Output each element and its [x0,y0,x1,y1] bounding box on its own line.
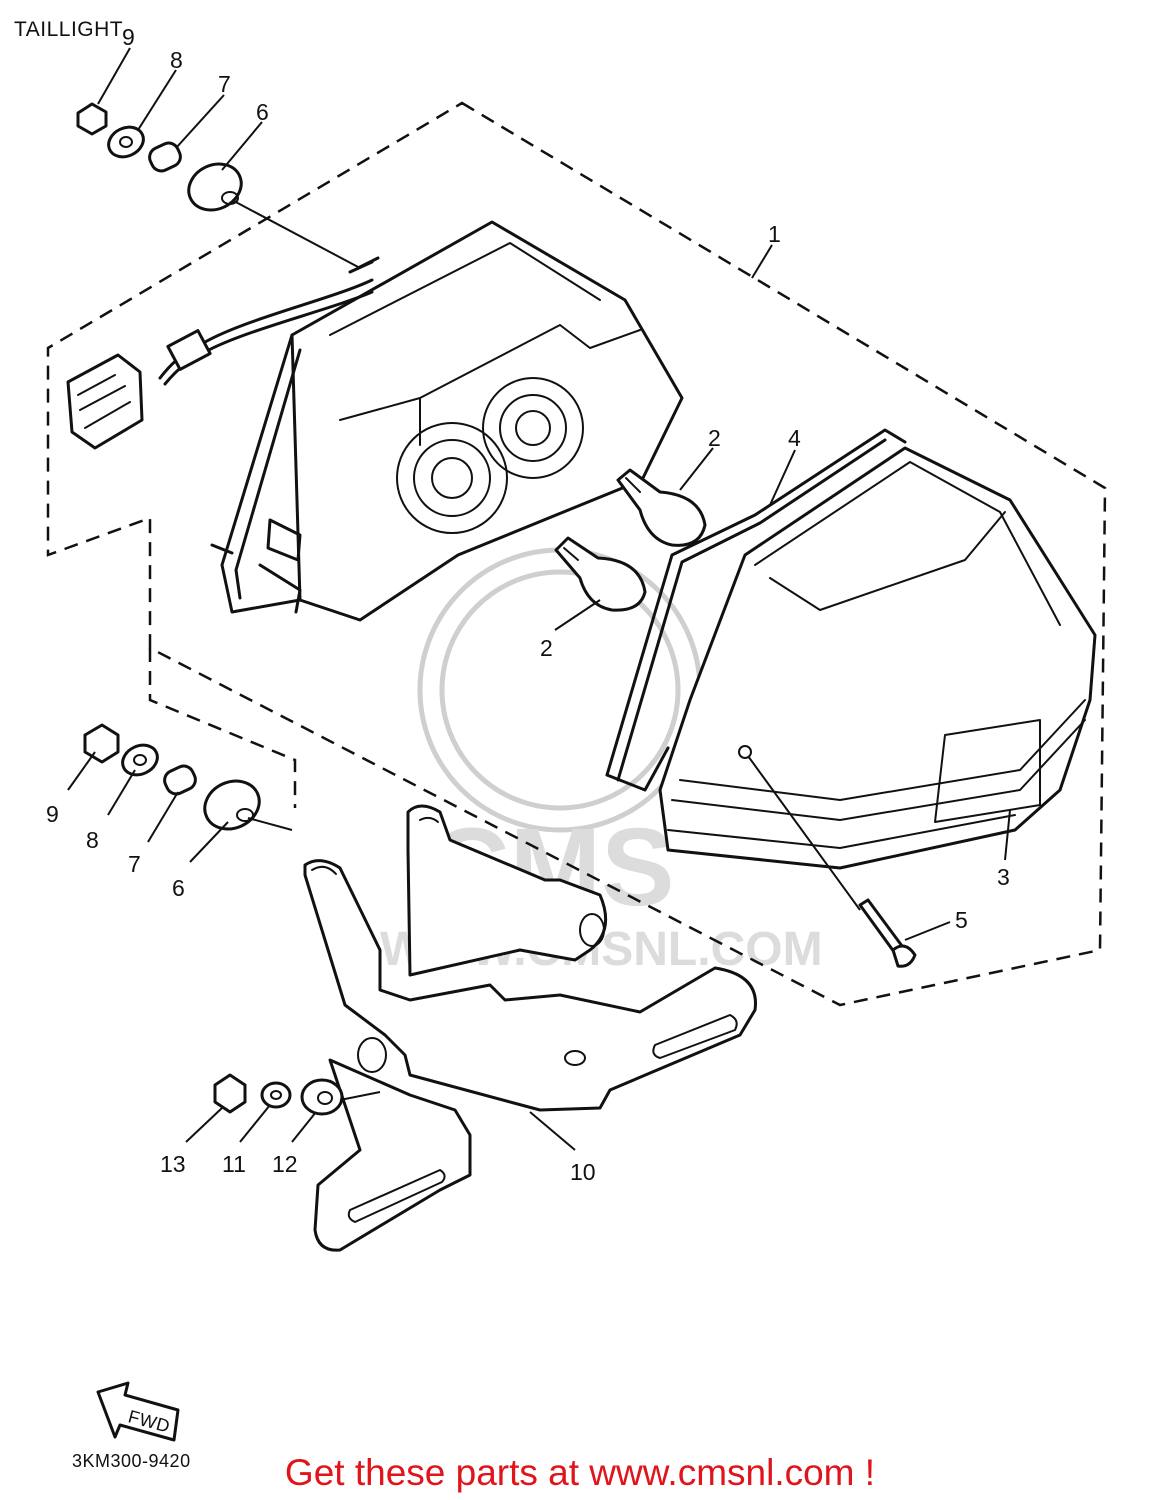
callout-3: 3 [997,864,1010,890]
callout-8-bottom: 8 [86,827,99,853]
lens-gasket [605,428,907,792]
callout-7-bottom: 7 [128,851,141,877]
callout-6-bottom: 6 [172,875,185,901]
footer-promo-text[interactable]: Get these parts at www.cmsnl.com ! [284,1452,876,1493]
page-title: TAILLIGHT [14,18,124,41]
wiring-connector [66,278,374,450]
callout-12: 12 [272,1151,298,1177]
callout-leaders [67,47,1011,1151]
taillight-lens [658,446,1097,870]
mounting-bracket [303,804,757,1252]
lens-screw [747,755,917,968]
fwd-arrow-icon: FWD [96,1381,180,1442]
diagram-code: 3KM300-9420 [72,1451,191,1471]
callout-10: 10 [570,1159,596,1185]
mounting-parts-boundary [148,648,297,808]
callout-13: 13 [160,1151,186,1177]
callout-8-top: 8 [170,47,183,73]
callout-2-lower: 2 [540,635,553,661]
callout-7-top: 7 [218,71,231,97]
bracket-hardware [213,1073,381,1116]
callout-4: 4 [788,425,801,451]
callout-5: 5 [955,907,968,933]
bulb-lower [554,536,647,612]
callout-1: 1 [768,221,781,247]
bulb-upper [616,468,707,547]
callout-numbers: 9 8 7 6 1 2 4 2 9 8 7 6 3 5 13 11 12 10 [46,24,1010,1185]
mount-hardware-bottom [83,723,293,831]
callout-6-top: 6 [256,99,269,125]
callout-2-upper: 2 [708,425,721,451]
callout-9-bottom: 9 [46,801,59,827]
mount-hardware-top [76,102,361,269]
callout-9-top: 9 [122,24,135,50]
callout-11: 11 [222,1151,246,1177]
